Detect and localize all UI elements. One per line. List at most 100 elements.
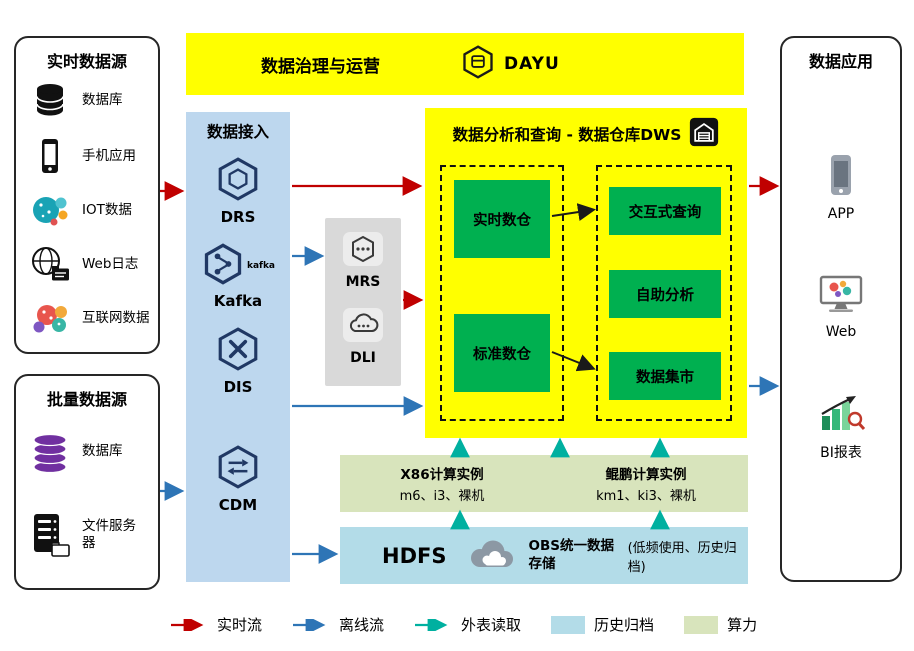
file-server-icon <box>26 512 74 558</box>
kunpeng-instances: 鲲鹏计算实例 km1、ki3、裸机 <box>544 455 748 512</box>
batch-sources-list: 数据库 文件服务器 <box>16 410 158 576</box>
ingestion-title: 数据接入 <box>206 123 269 141</box>
hdfs-label: HDFS <box>382 543 447 568</box>
mrs-label: MRS <box>345 274 381 290</box>
source-item-iot: IOT数据 <box>26 192 152 228</box>
dayu-brand: DAYU <box>460 44 560 84</box>
source-label: 手机应用 <box>82 147 136 164</box>
bi-label: BI报表 <box>820 445 862 461</box>
legend-realtime: 实时流 <box>170 614 262 635</box>
iot-icon <box>26 192 74 228</box>
dws-title-text: 数据分析和查询 - 数据仓库DWS <box>452 126 682 144</box>
realtime-sources-panel: 实时数据源 数据库 <box>14 36 160 354</box>
kafka-wordmark: kafka <box>246 261 276 271</box>
external-read-arrow-icon <box>415 618 448 631</box>
source-item-database: 数据库 <box>26 80 152 120</box>
kunpeng-title: 鲲鹏计算实例 <box>605 467 687 483</box>
legend-compute: 算力 <box>684 614 757 635</box>
governance-title: 数据治理与运营 <box>261 56 380 77</box>
warehouse-icon <box>689 117 719 151</box>
source-item-internet: 互联网数据 <box>26 300 152 336</box>
service-cdm: CDM <box>215 444 261 514</box>
realtime-warehouse-box: 实时数仓 <box>454 180 550 258</box>
app-item-app: APP <box>821 152 861 222</box>
kafka-label: Kafka <box>213 292 263 310</box>
obs-cloud-icon <box>464 536 516 576</box>
app-item-bi: BI报表 <box>817 392 866 462</box>
database-purple-icon <box>26 429 74 475</box>
source-label: 文件服务器 <box>82 518 136 551</box>
cdm-label: CDM <box>218 496 258 514</box>
governance-banner: 数据治理与运营 DAYU <box>186 33 744 95</box>
service-drs: DRS <box>215 156 261 226</box>
legend-label: 离线流 <box>339 616 385 634</box>
service-dis: DIS <box>215 326 261 396</box>
source-item-mobile: 手机应用 <box>26 136 152 176</box>
service-mrs: MRS <box>341 230 385 290</box>
dli-label: DLI <box>350 350 376 366</box>
applications-panel: 数据应用 APP <box>780 36 902 582</box>
cdm-icon <box>215 444 261 494</box>
x86-title: X86计算实例 <box>400 467 484 483</box>
source-item-batch-database: 数据库 <box>26 429 152 475</box>
source-label: IOT数据 <box>82 201 132 218</box>
legend-label: 外表读取 <box>461 616 522 634</box>
x86-instances: X86计算实例 m6、i3、裸机 <box>340 455 544 512</box>
legend-label: 历史归档 <box>594 616 655 634</box>
kunpeng-models: km1、ki3、裸机 <box>596 489 696 504</box>
dws-title-row: 数据分析和查询 - 数据仓库DWS <box>425 117 747 151</box>
source-label: 数据库 <box>82 443 123 460</box>
realtime-arrow-icon <box>171 618 204 631</box>
obs-title: OBS统一数据存储 <box>528 537 614 572</box>
legend-label: 算力 <box>727 616 758 634</box>
dayu-icon <box>460 44 496 84</box>
source-item-weblog: Web日志 <box>26 244 152 284</box>
web-monitor-icon <box>817 274 865 320</box>
legend-label: 实时流 <box>217 616 263 634</box>
standard-warehouse-box: 标准数仓 <box>454 314 550 392</box>
dws-analytics-group: 交互式查询 自助分析 数据集市 <box>596 165 732 421</box>
kafka-icon <box>201 242 245 290</box>
x86-models: m6、i3、裸机 <box>399 489 485 504</box>
database-icon <box>26 80 74 120</box>
source-label: 互联网数据 <box>82 309 150 326</box>
compute-instances-panel: X86计算实例 m6、i3、裸机 鲲鹏计算实例 km1、ki3、裸机 <box>340 455 748 512</box>
ingestion-panel: 数据接入 DRS <box>186 112 290 582</box>
legend-offline: 离线流 <box>292 614 384 635</box>
mobile-phone-icon <box>26 136 74 176</box>
dli-icon <box>341 306 385 348</box>
drs-icon <box>215 156 261 206</box>
mrs-icon <box>341 230 385 272</box>
batch-sources-title: 批量数据源 <box>46 390 127 409</box>
app-label: APP <box>827 206 855 222</box>
legend: 实时流 离线流 外表读取 历史归档 算力 <box>170 614 757 635</box>
dws-panel: 数据分析和查询 - 数据仓库DWS 实时数仓 标准数仓 交互式查询 自助分析 数… <box>425 108 747 438</box>
bi-report-icon <box>817 392 866 438</box>
interactive-query-box: 交互式查询 <box>609 187 721 235</box>
service-kafka: kafka Kafka <box>201 242 275 310</box>
compute-swatch <box>684 615 719 634</box>
self-service-analysis-box: 自助分析 <box>609 270 721 318</box>
offline-arrow-icon <box>293 618 326 631</box>
app-item-web: Web <box>817 274 865 340</box>
service-dli: DLI <box>341 306 385 366</box>
globe-folder-icon <box>26 244 74 284</box>
storage-panel: HDFS OBS统一数据存储 (低频使用、历史归档) <box>340 527 748 584</box>
dis-icon <box>215 326 261 376</box>
source-item-file-server: 文件服务器 <box>26 512 152 558</box>
lake-services-panel: MRS DLI <box>325 218 401 386</box>
archive-swatch <box>551 615 586 634</box>
data-mart-box: 数据集市 <box>609 352 721 400</box>
web-label: Web <box>825 324 857 340</box>
source-label: 数据库 <box>82 91 123 108</box>
realtime-sources-title: 实时数据源 <box>46 52 127 71</box>
legend-archive: 历史归档 <box>551 614 654 635</box>
realtime-sources-list: 数据库 手机应用 <box>16 72 158 344</box>
dayu-label: DAYU <box>504 54 560 74</box>
app-phone-icon <box>821 152 861 202</box>
source-label: Web日志 <box>82 255 139 272</box>
batch-sources-panel: 批量数据源 数据库 <box>14 374 160 590</box>
dws-warehouse-group: 实时数仓 标准数仓 <box>440 165 564 421</box>
obs-note: (低频使用、历史归档) <box>627 540 737 575</box>
